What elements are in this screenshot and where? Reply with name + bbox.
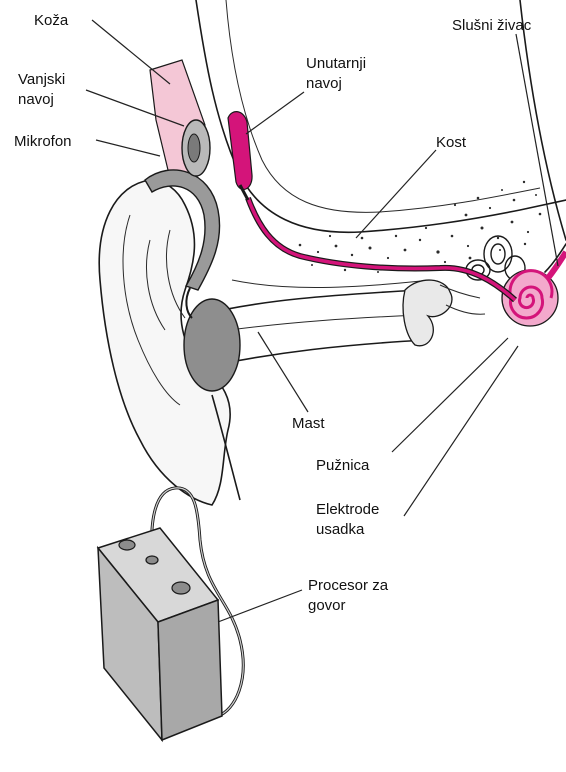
head-outline xyxy=(196,0,566,232)
microphone-earpiece xyxy=(184,299,240,391)
label-elektrode-line2: usadka xyxy=(316,521,365,538)
label-procesor-line1: Procesor za xyxy=(308,577,389,594)
label-koza: Koža xyxy=(34,12,69,29)
label-mikrofon: Mikrofon xyxy=(14,133,72,150)
ear-canal-upper xyxy=(200,290,420,315)
label-procesor-line2: govor xyxy=(308,597,346,614)
ear-canal-mid xyxy=(230,315,420,330)
label-puznica: Pužnica xyxy=(316,457,370,474)
label-slusni-zivac: Slušni živac xyxy=(452,17,532,34)
label-kost: Kost xyxy=(436,134,467,151)
label-unutarnji-navoj-line2: navoj xyxy=(306,75,342,92)
bone-right-edge xyxy=(520,0,566,240)
label-elektrode-line1: Elektrode xyxy=(316,501,379,518)
label-unutarnji-navoj-line1: Unutarnji xyxy=(306,55,366,72)
label-vanjski-navoj-line1: Vanjski xyxy=(18,71,65,88)
ossicles xyxy=(403,280,452,346)
label-mast: Mast xyxy=(292,415,325,432)
external-coil-inner xyxy=(188,134,200,162)
skin-tissue-lines xyxy=(232,280,430,288)
ear-canal-lower xyxy=(215,340,425,365)
label-vanjski-navoj-line2: navoj xyxy=(18,91,54,108)
